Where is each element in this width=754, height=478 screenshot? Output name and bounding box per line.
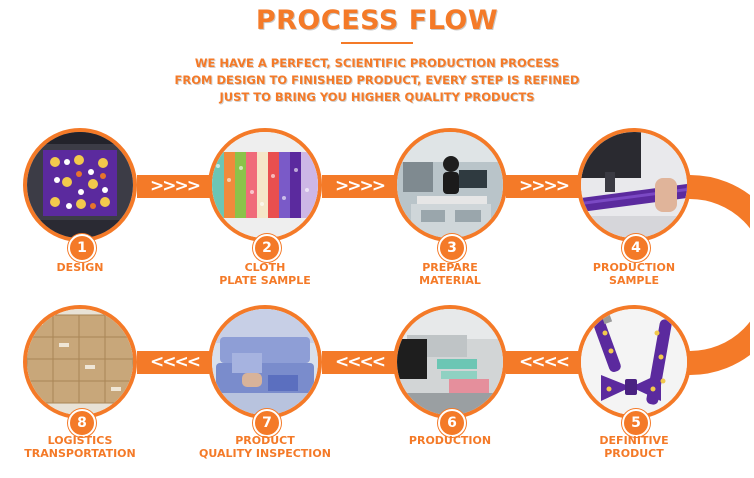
step-6-label: PRODUCTION bbox=[365, 434, 535, 447]
step-4-label-line-2: SAMPLE bbox=[549, 274, 719, 287]
chevrons-down-icon bbox=[717, 232, 731, 320]
step-3-label-line-1: PREPARE bbox=[365, 261, 535, 274]
connector-1-2: >>>> bbox=[137, 175, 212, 198]
step-8-photo bbox=[23, 305, 137, 419]
step-3-photo bbox=[393, 128, 507, 242]
chevrons-right-icon: >>>> bbox=[519, 176, 568, 196]
step-7-label: PRODUCT QUALITY INSPECTION bbox=[180, 434, 350, 460]
connector-5-6: <<<< bbox=[506, 351, 581, 374]
step-1-label-line-1: DESIGN bbox=[0, 261, 165, 274]
step-8-number: 8 bbox=[68, 409, 96, 437]
step-1-number: 1 bbox=[68, 234, 96, 262]
step-4-label: PRODUCTION SAMPLE bbox=[549, 261, 719, 287]
step-3-label: PREPARE MATERIAL bbox=[365, 261, 535, 287]
step-4-label-line-1: PRODUCTION bbox=[549, 261, 719, 274]
step-8-label: LOGISTICS TRANSPORTATION bbox=[0, 434, 165, 460]
step-4-number: 4 bbox=[622, 234, 650, 262]
step-1-photo bbox=[23, 128, 137, 242]
step-2-label-line-1: CLOTH bbox=[180, 261, 350, 274]
step-2-label: CLOTH PLATE SAMPLE bbox=[180, 261, 350, 287]
subtitle-line-2: FROM DESIGN TO FINISHED PRODUCT, EVERY S… bbox=[0, 73, 754, 87]
chevrons-left-icon: <<<< bbox=[519, 352, 568, 372]
step-1-label: DESIGN bbox=[0, 261, 165, 274]
connector-6-7: <<<< bbox=[322, 351, 397, 374]
step-8-label-line-1: LOGISTICS bbox=[0, 434, 165, 447]
subtitle-line-3: JUST TO BRING YOU HIGHER QUALITY PRODUCT… bbox=[0, 90, 754, 104]
title-underline bbox=[341, 42, 413, 44]
step-3-label-line-2: MATERIAL bbox=[365, 274, 535, 287]
step-7-photo bbox=[208, 305, 322, 419]
step-2-label-line-2: PLATE SAMPLE bbox=[180, 274, 350, 287]
step-7-label-line-2: QUALITY INSPECTION bbox=[180, 447, 350, 460]
step-5-label-line-1: DEFINITIVE bbox=[549, 434, 719, 447]
step-5-label-line-2: PRODUCT bbox=[549, 447, 719, 460]
step-6-photo bbox=[393, 305, 507, 419]
step-5-photo bbox=[577, 305, 691, 419]
step-2-photo bbox=[208, 128, 322, 242]
connector-3-4: >>>> bbox=[506, 175, 581, 198]
step-5-label: DEFINITIVE PRODUCT bbox=[549, 434, 719, 460]
step-4-photo bbox=[577, 128, 691, 242]
chevrons-left-icon: <<<< bbox=[150, 352, 199, 372]
step-2-number: 2 bbox=[253, 234, 281, 262]
subtitle-line-1: WE HAVE A PERFECT, SCIENTIFIC PRODUCTION… bbox=[0, 56, 754, 70]
connector-7-8: <<<< bbox=[137, 351, 212, 374]
step-8-label-line-2: TRANSPORTATION bbox=[0, 447, 165, 460]
chevrons-left-icon: <<<< bbox=[335, 352, 384, 372]
step-6-label-line-1: PRODUCTION bbox=[365, 434, 535, 447]
step-3-number: 3 bbox=[438, 234, 466, 262]
step-7-number: 7 bbox=[253, 409, 281, 437]
chevrons-right-icon: >>>> bbox=[150, 176, 199, 196]
page-title: PROCESS FLOW bbox=[0, 5, 754, 36]
step-5-number: 5 bbox=[622, 409, 650, 437]
connector-2-3: >>>> bbox=[322, 175, 397, 198]
step-7-label-line-1: PRODUCT bbox=[180, 434, 350, 447]
step-6-number: 6 bbox=[438, 409, 466, 437]
chevrons-right-icon: >>>> bbox=[335, 176, 384, 196]
